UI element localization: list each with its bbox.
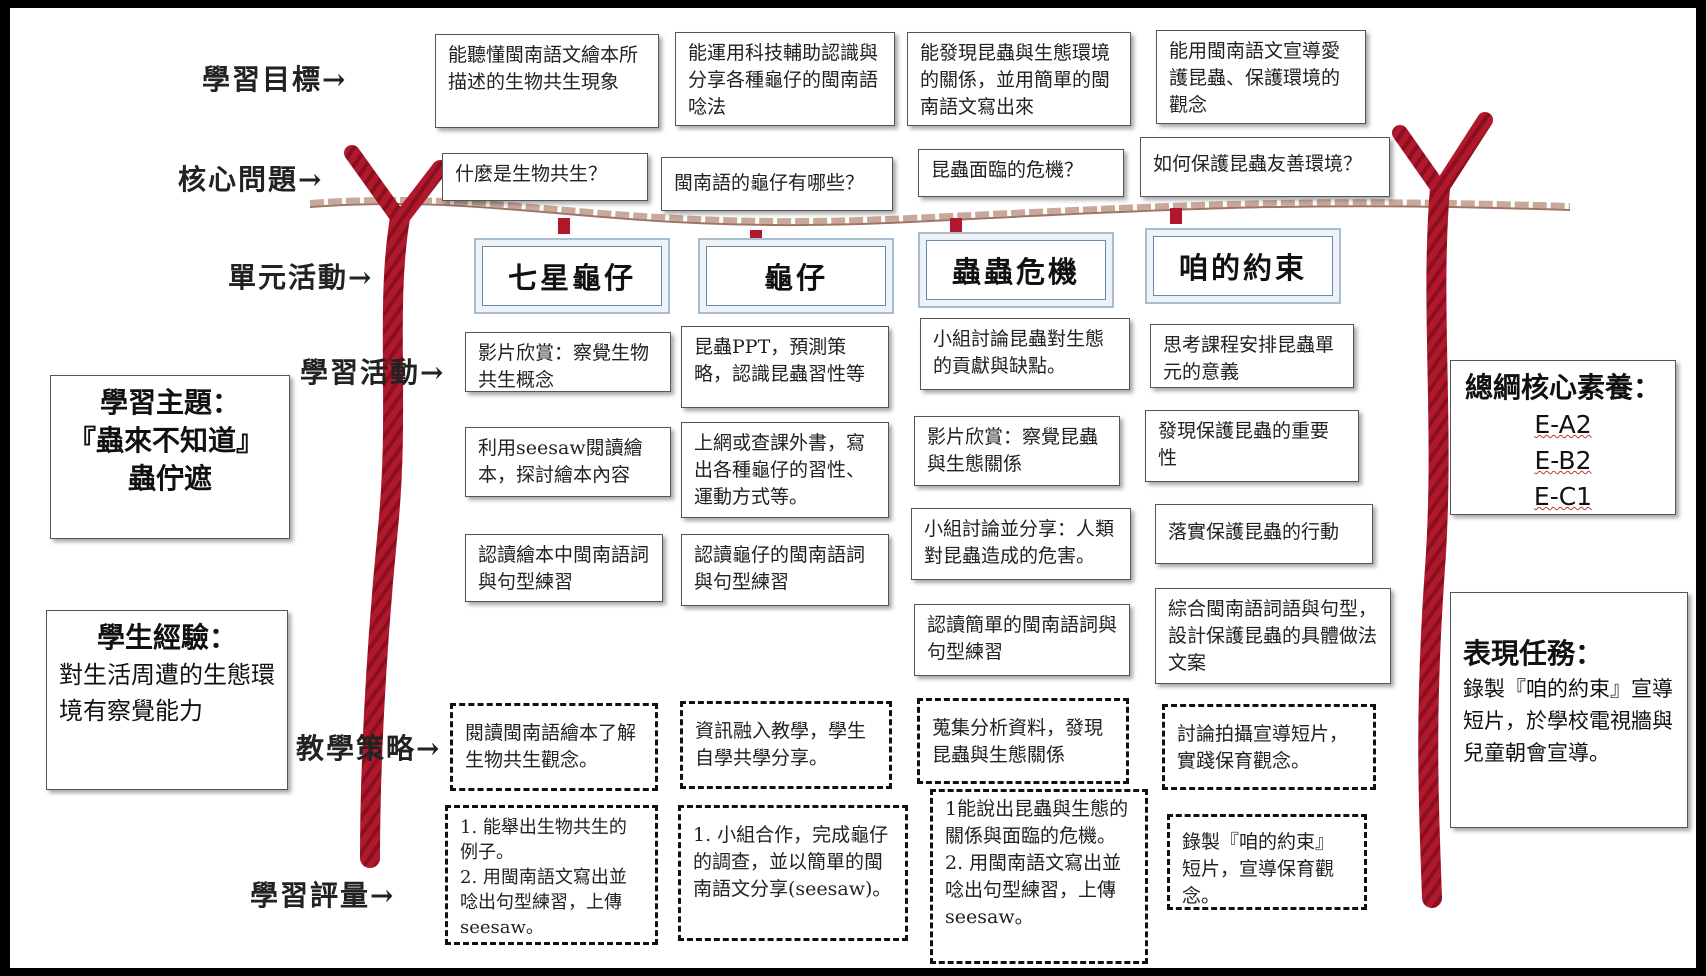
assessment-box: 1. 能舉出生物共生的例子。 2. 用閩南語文寫出並唸出句型練習，上傳seesa… xyxy=(445,805,658,945)
row-label-unit-activities: 單元活動→ xyxy=(228,261,374,294)
strategy-box: 閱讀閩南語繪本了解生物共生觀念。 xyxy=(450,703,658,791)
core-question-box: 如何保護昆蟲友善環境？ xyxy=(1140,137,1390,197)
diagram-canvas: 學習目標→ 核心問題→ 單元活動→ 學習活動→ 教學策略→ 學習評量→ 能聽懂閩… xyxy=(10,8,1696,968)
goal-box: 能發現昆蟲與生態環境的關係，並用簡單的閩南語文寫出來 xyxy=(907,32,1131,126)
unit-title: 蟲蟲危機 xyxy=(926,240,1106,300)
string-line xyxy=(309,196,1571,225)
row-label-core-questions: 核心問題→ xyxy=(178,163,324,196)
unit-title: 咱的約束 xyxy=(1153,236,1333,296)
activity-box: 認讀簡單的閩南語詞與句型練習 xyxy=(914,604,1130,676)
assessment-box: 錄製『咱的約束』短片，宣導保育觀念。 xyxy=(1167,814,1367,910)
core-question-box: 閩南語的龜仔有哪些？ xyxy=(661,157,893,211)
competency-item: E-C1 xyxy=(1533,482,1593,511)
performance-task-box: 表現任務： 錄製『咱的約束』宣導短片，於學校電視牆與兒童朝會宣導。 xyxy=(1450,592,1688,828)
string-clip xyxy=(558,218,570,234)
strategy-box: 資訊融入教學，學生自學共學分享。 xyxy=(680,701,892,789)
activity-box: 小組討論並分享：人類對昆蟲造成的危害。 xyxy=(911,508,1131,580)
strategy-box: 蒐集分析資料，發現昆蟲與生態關係 xyxy=(917,698,1129,784)
activity-box: 影片欣賞：察覺生物共生概念 xyxy=(465,332,671,392)
competency-item: E-B2 xyxy=(1534,446,1592,475)
rope-frame xyxy=(309,112,1571,908)
assessment-box: 1. 小組合作，完成龜仔的調查，並以簡單的閩南語文分享(seesaw)。 xyxy=(678,805,908,941)
goal-box: 能運用科技輔助認識與分享各種龜仔的閩南語唸法 xyxy=(675,32,895,126)
row-label-learning-activities: 學習活動→ xyxy=(300,356,446,389)
unit-title: 七星龜仔 xyxy=(482,246,662,306)
theme-box: 學習主題： 『蟲來不知道』 蟲佇遮 xyxy=(50,375,290,539)
strategy-box: 討論拍攝宣導短片，實踐保育觀念。 xyxy=(1162,704,1376,790)
row-label-assessment: 學習評量→ xyxy=(250,879,396,912)
theme-title: 學習主題： xyxy=(99,386,240,419)
assessment-box: 1能說出昆蟲與生態的關係與面臨的危機。 2. 用閩南語文寫出並唸出句型練習，上傳… xyxy=(930,789,1148,964)
competency-box: 總綱核心素養： E-A2 E-B2 E-C1 xyxy=(1450,360,1676,515)
activity-box: 影片欣賞：察覺昆蟲與生態關係 xyxy=(914,416,1120,486)
goal-box: 能聽懂閩南語文繪本所描述的生物共生現象 xyxy=(435,34,659,128)
string-clip xyxy=(1170,208,1182,224)
activity-box: 發現保護昆蟲的重要性 xyxy=(1145,410,1359,482)
activity-box: 落實保護昆蟲的行動 xyxy=(1155,504,1373,564)
theme-name: 『蟲來不知道』 xyxy=(67,424,264,457)
theme-subtitle: 蟲佇遮 xyxy=(127,462,212,495)
unit-card: 龜仔 xyxy=(698,238,894,314)
core-question-box: 什麼是生物共生？ xyxy=(442,153,648,201)
activity-box: 利用seesaw閱讀繪本，探討繪本內容 xyxy=(465,427,671,497)
unit-title: 龜仔 xyxy=(706,246,886,306)
activity-box: 小組討論昆蟲對生態的貢獻與缺點。 xyxy=(920,318,1130,390)
row-label-strategies: 教學策略→ xyxy=(296,732,442,765)
unit-card: 七星龜仔 xyxy=(474,238,670,314)
core-question-box: 昆蟲面臨的危機？ xyxy=(918,149,1124,197)
experience-title: 學生經驗： xyxy=(96,621,237,654)
activity-box: 認讀龜仔的閩南語詞與句型練習 xyxy=(681,534,889,606)
activity-box: 昆蟲PPT，預測策略，認識昆蟲習性等 xyxy=(681,326,889,408)
activity-box: 綜合閩南語詞語與句型，設計保護昆蟲的具體做法文案 xyxy=(1155,588,1391,684)
activity-box: 認讀繪本中閩南語詞與句型練習 xyxy=(465,534,663,602)
experience-box: 學生經驗： 對生活周遭的生態環境有察覺能力 xyxy=(46,610,288,790)
goal-box: 能用閩南語文宣導愛護昆蟲、保護環境的觀念 xyxy=(1156,30,1366,124)
string-clip xyxy=(950,218,962,234)
performance-task-text: 錄製『咱的約束』宣導短片，於學校電視牆與兒童朝會宣導。 xyxy=(1463,677,1673,765)
competency-item: E-A2 xyxy=(1534,410,1592,439)
unit-card: 咱的約束 xyxy=(1145,228,1341,304)
competency-title: 總綱核心素養： xyxy=(1464,371,1661,404)
row-label-goals: 學習目標→ xyxy=(202,63,348,96)
left-pole xyxy=(360,208,410,868)
activity-box: 上網或查課外書，寫出各種龜仔的習性、運動方式等。 xyxy=(681,422,889,518)
experience-text: 對生活周遭的生態環境有察覺能力 xyxy=(59,661,275,725)
activity-box: 思考課程安排昆蟲單元的意義 xyxy=(1150,324,1354,388)
unit-card: 蟲蟲危機 xyxy=(918,232,1114,308)
right-pole xyxy=(1418,178,1450,908)
performance-task-title: 表現任務： xyxy=(1463,637,1604,670)
